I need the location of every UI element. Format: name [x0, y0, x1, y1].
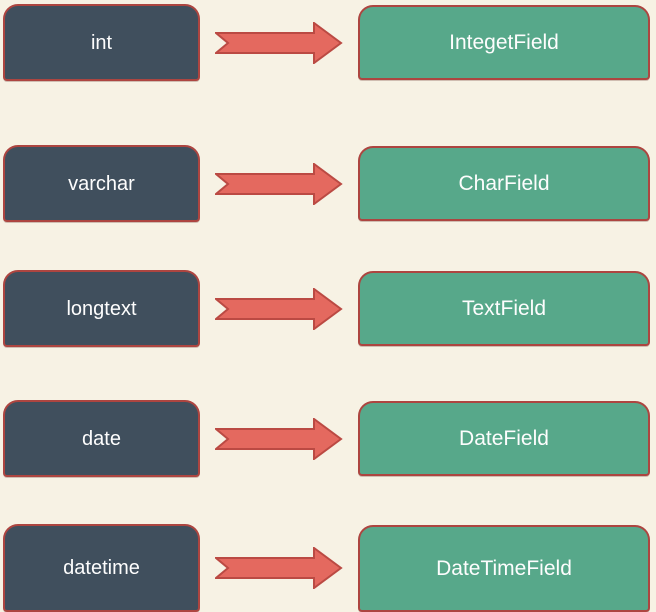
mapping-row-varchar: varchar CharField	[0, 145, 656, 222]
target-field-label: IntegetField	[449, 31, 559, 54]
target-field-label: TextField	[461, 297, 547, 320]
source-type-label: datetime	[63, 557, 140, 579]
source-type-label: int	[90, 31, 113, 54]
right-arrow-icon	[215, 288, 343, 330]
target-field-box: TextField	[358, 271, 650, 346]
target-field-box: IntegetField	[358, 5, 650, 80]
target-field-label: CharField	[458, 172, 550, 195]
source-type-box: longtext	[3, 270, 200, 347]
source-type-label: date	[82, 427, 121, 450]
target-field-box: CharField	[358, 146, 650, 221]
right-arrow-icon	[215, 418, 343, 460]
right-arrow-icon	[215, 163, 343, 205]
mapping-row-datetime: datetime DateTimeField	[0, 524, 656, 612]
source-type-box: int	[3, 4, 200, 81]
mapping-row-longtext: longtext TextField	[0, 270, 656, 347]
mapping-row-date: date DateField	[0, 400, 656, 477]
source-type-box: varchar	[3, 145, 200, 222]
source-type-box: date	[3, 400, 200, 477]
target-field-label: DateTimeField	[436, 557, 572, 580]
right-arrow-icon	[215, 547, 343, 589]
mapping-row-int: int IntegetField	[0, 4, 656, 81]
target-field-box: DateField	[358, 401, 650, 476]
target-field-label: DateField	[459, 427, 549, 450]
source-type-label: varchar	[68, 172, 135, 195]
target-field-box: DateTimeField	[358, 525, 650, 612]
source-type-box: datetime	[3, 524, 200, 612]
source-type-label: longtext	[66, 297, 137, 320]
right-arrow-icon	[215, 22, 343, 64]
